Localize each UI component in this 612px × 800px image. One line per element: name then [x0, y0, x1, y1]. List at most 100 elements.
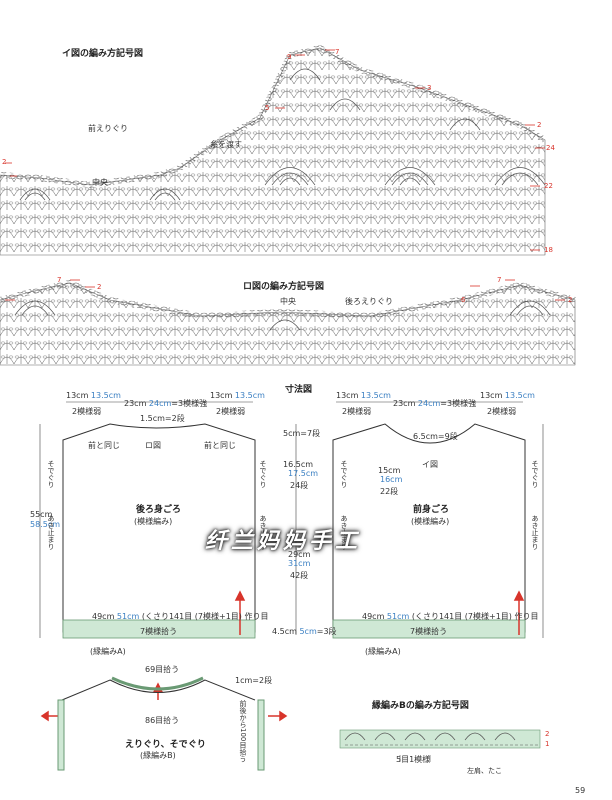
- chart-a-row-9: 9: [287, 53, 292, 61]
- back-w-right-units: 2模様弱: [216, 407, 246, 416]
- back-bottom-cm: 49cm: [92, 612, 115, 621]
- chart-b-center-label: 中央: [280, 297, 296, 306]
- back-body-outline: [39, 401, 256, 639]
- chart-a-row-2a: 2: [2, 158, 7, 166]
- back-same-as-front-2: 前と同じ: [204, 441, 236, 450]
- mid-upper: 16.5cm: [283, 460, 314, 469]
- chart-b-back-neck-label: 後ろえりぐり: [345, 297, 393, 306]
- front-center-cm: 15cm: [378, 466, 401, 475]
- front-neck-depth: 6.5cm=9段: [413, 432, 458, 441]
- front-slit-right: あき止まり: [531, 515, 539, 550]
- front-armhole-right: そでぐり: [531, 460, 539, 488]
- back-armhole-right: そでぐり: [259, 460, 267, 488]
- chart-b-row-7b: 7: [497, 276, 502, 284]
- front-bottom-blue: 51cm: [386, 612, 410, 621]
- chart-b-row-7a: 7: [57, 276, 62, 284]
- mid-upper-blue: 17.5cm: [288, 469, 319, 478]
- front-w-left: 13cm: [336, 391, 359, 400]
- back-title: 後ろ身ごろ: [136, 505, 182, 515]
- neckband-mid: 86目拾う: [145, 716, 180, 725]
- front-armhole-left: そでぐり: [340, 460, 348, 488]
- edge-b-note2: 左肩、たこ: [467, 767, 502, 775]
- back-w-mid-units: =3模様強: [171, 399, 208, 408]
- front-title: 前身ごろ: [413, 505, 450, 515]
- edge-b-symbols: [339, 729, 541, 762]
- mid-lower-blue: 31cm: [288, 559, 311, 568]
- front-w-left-units: 2模様弱: [342, 407, 372, 416]
- front-pickup: 7模様拾う: [410, 627, 448, 636]
- front-w-right-blue: 13.5cm: [504, 391, 535, 400]
- neckband-side: 前後から100目拾う: [239, 700, 247, 763]
- front-w-left-blue: 13.5cm: [360, 391, 391, 400]
- mid-bottom: 4.5cm: [272, 627, 297, 636]
- size-diagram-title: 寸法図: [285, 385, 313, 395]
- neckband-right: 1cm=2段: [235, 676, 273, 685]
- chart-b-row-2a: 2: [97, 283, 102, 291]
- mid-bottom-rows: =3段: [316, 627, 337, 636]
- chart-a-yarn-label: 糸を渡す: [210, 140, 242, 149]
- edge-b-title: 縁編みBの編み方記号図: [372, 701, 469, 711]
- back-ro-label: ロ図: [145, 441, 161, 450]
- front-subtitle: (模様編み): [411, 517, 450, 526]
- front-w-right-units: 2模様弱: [487, 407, 517, 416]
- front-center-blue: 16cm: [380, 475, 403, 484]
- neckband-label2: (縁編みB): [140, 751, 176, 760]
- back-same-as-front: 前と同じ: [88, 441, 120, 450]
- chart-b-row-2b: 2: [568, 296, 573, 304]
- chart-a-front-neck-label: 前えりぐり: [88, 124, 128, 133]
- back-height-blue: 58.5cm: [30, 520, 61, 529]
- front-slit-left: あき止まり: [340, 515, 348, 550]
- front-bottom-note: (くさり141目 (7模様+1目) 作り目: [411, 612, 539, 621]
- front-w-right: 13cm: [480, 391, 503, 400]
- front-border: (縁編みA): [365, 647, 401, 656]
- chart-a-row-18: 18: [544, 246, 553, 254]
- chart-a-row-22: 22: [544, 182, 553, 190]
- chart-b-row-6: 6: [461, 296, 466, 304]
- neckband-label1: えりぐり、そでぐり: [125, 740, 206, 750]
- neckband-top: 69目拾う: [145, 665, 180, 674]
- back-w-left-units: 2模様弱: [72, 407, 102, 416]
- chart-a-row-3: 3: [427, 84, 432, 92]
- back-w-left-blue: 13.5cm: [90, 391, 121, 400]
- edge-b-row-2: 2: [545, 730, 550, 738]
- back-slit-left: あき止まり: [47, 515, 55, 550]
- front-i-label: イ図: [422, 460, 438, 469]
- chart-a-row-24: 24: [546, 144, 555, 152]
- chart-b-title: ロ図の編み方記号図: [243, 282, 325, 292]
- back-w-right-blue: 13.5cm: [234, 391, 265, 400]
- mid-top: 5cm=7段: [283, 429, 321, 438]
- front-w-mid: 23cm: [393, 399, 416, 408]
- mid-bottom-blue: 5cm: [299, 627, 317, 636]
- front-w-mid-blue: 24cm: [417, 399, 441, 408]
- back-subtitle: (模様編み): [134, 517, 173, 526]
- neckband-outline: [57, 676, 265, 771]
- edge-b-row-1: 1: [545, 740, 550, 748]
- back-border: (縁編みA): [90, 647, 126, 656]
- chart-a-center-label: 中央: [92, 178, 108, 187]
- back-bottom-note: (くさり141目 (7模様+1目) 作り目: [141, 612, 269, 621]
- chart-a-title: イ図の編み方記号図: [62, 49, 144, 59]
- back-w-right: 13cm: [210, 391, 233, 400]
- front-bottom-cm: 49cm: [362, 612, 385, 621]
- back-w-left: 13cm: [66, 391, 89, 400]
- back-neck-depth: 1.5cm=2段: [140, 414, 185, 423]
- watermark: 纤兰妈妈手工: [205, 529, 362, 554]
- back-w-mid: 23cm: [124, 399, 147, 408]
- front-center-rows: 22段: [380, 487, 399, 496]
- chart-b-symbols: [0, 279, 576, 366]
- back-height: 55cm: [30, 510, 53, 519]
- mid-upper-rows: 24段: [290, 481, 309, 490]
- back-bottom-blue: 51cm: [116, 612, 140, 621]
- chart-a-row-2b: 2: [537, 121, 542, 129]
- back-slit-right: あき止まり: [259, 515, 267, 550]
- chart-a-symbols: [0, 44, 547, 256]
- mid-lower-rows: 42段: [290, 571, 309, 580]
- chart-a-row-7: 7: [335, 48, 340, 56]
- front-body-outline: [332, 401, 544, 639]
- mid-lower: 29cm: [288, 550, 311, 559]
- back-pickup: 7模様拾う: [140, 627, 178, 636]
- chart-a-row-5: 5: [265, 104, 270, 112]
- back-armhole-left: そでぐり: [47, 460, 55, 488]
- edge-b-note: 5目1模様: [396, 755, 431, 764]
